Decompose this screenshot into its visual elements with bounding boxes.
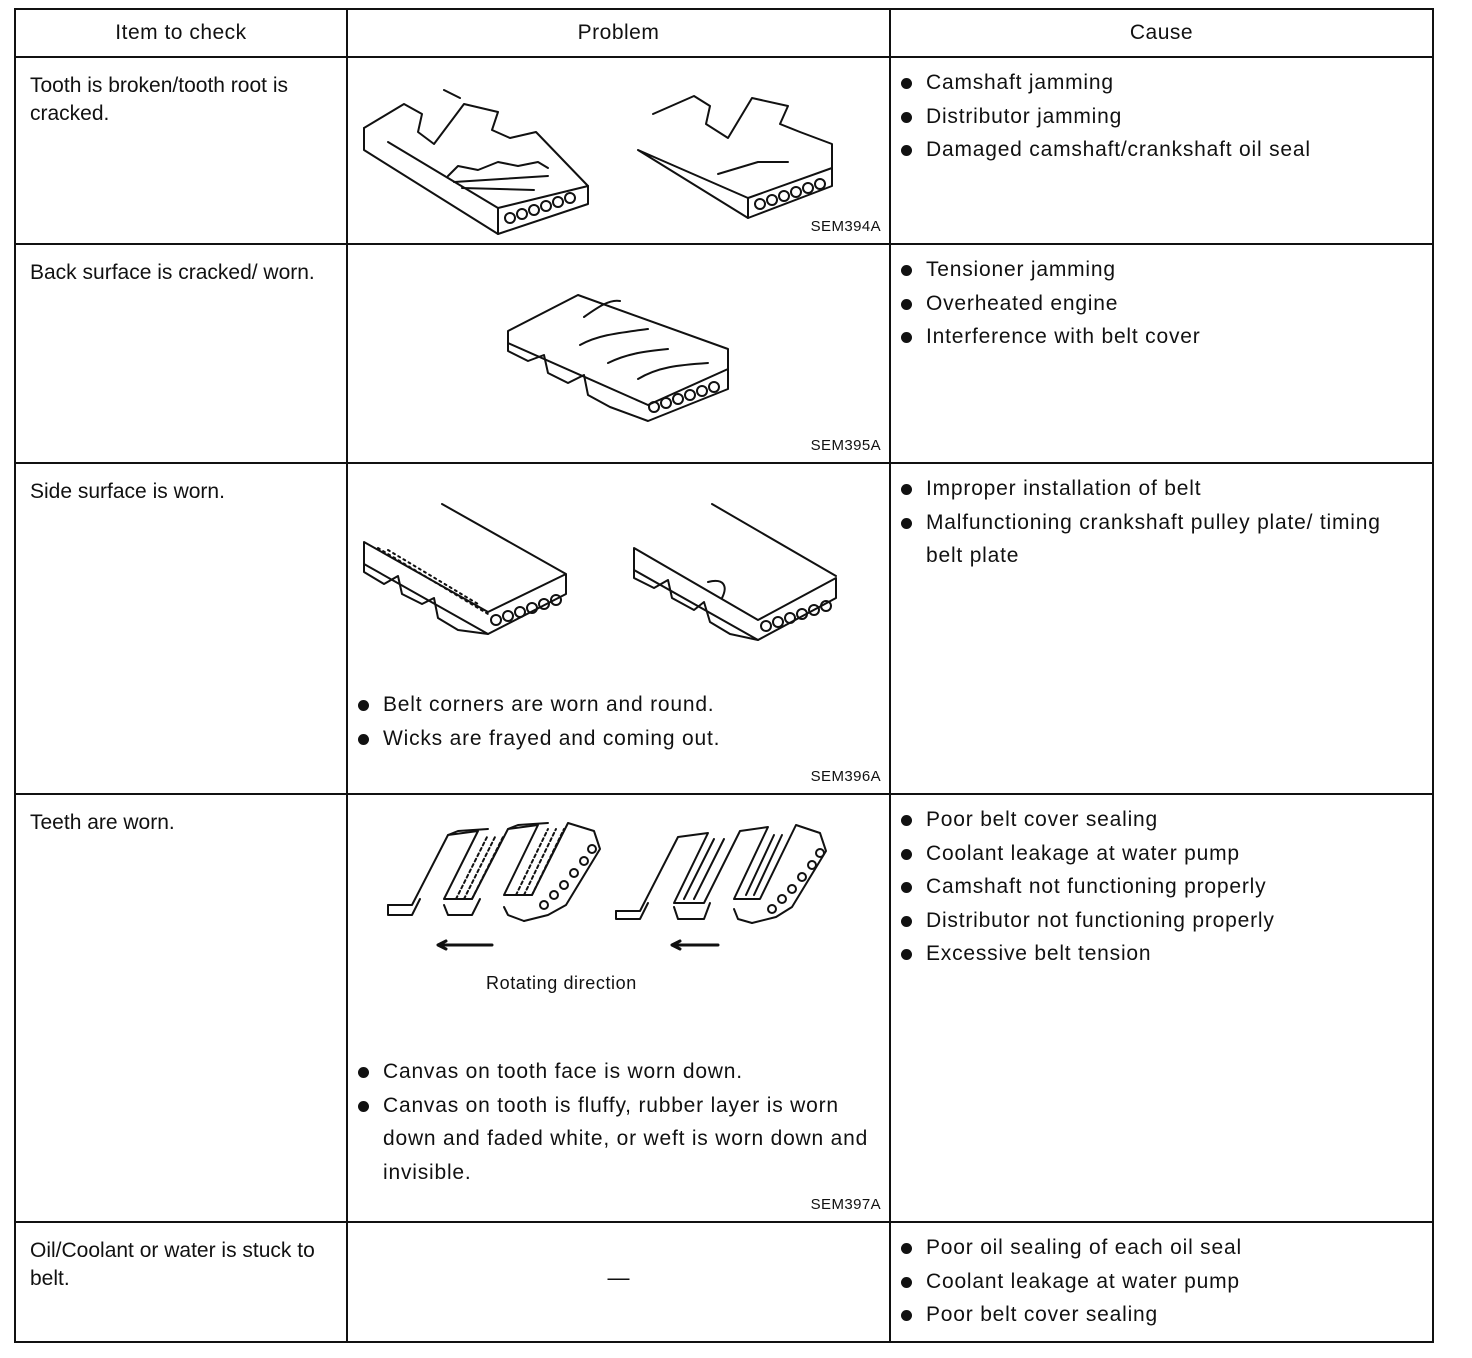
- cause-cell: Tensioner jamming Overheated engine Inte…: [889, 243, 1434, 464]
- illustration-code: SEM395A: [810, 437, 881, 454]
- problem-cell: —: [346, 1221, 891, 1343]
- item-cell: Oil/Coolant or water is stuck to belt.: [14, 1221, 348, 1343]
- cause-cell: Poor belt cover sealing Coolant leakage …: [889, 793, 1434, 1223]
- problem-cell: Rotating direction Canvas on tooth face …: [346, 793, 891, 1223]
- header-problem: Problem: [346, 8, 891, 58]
- cause-item: Camshaft not functioning properly: [899, 870, 1422, 904]
- table-row: Oil/Coolant or water is stuck to belt. —…: [14, 1221, 1434, 1343]
- cause-cell: Camshaft jamming Distributor jamming Dam…: [889, 56, 1434, 245]
- cause-item: Improper installation of belt: [899, 472, 1422, 506]
- no-problem-dash: —: [607, 1265, 630, 1290]
- cause-item: Camshaft jamming: [899, 66, 1422, 100]
- cause-item: Excessive belt tension: [899, 937, 1422, 971]
- header-row: Item to check Problem Cause: [14, 8, 1434, 58]
- problem-cell: Belt corners are worn and round. Wicks a…: [346, 462, 891, 795]
- cause-item: Poor belt cover sealing: [899, 1298, 1422, 1332]
- worn-side-belt-illustration: [363, 503, 837, 641]
- cause-item: Tensioner jamming: [899, 253, 1422, 287]
- cause-item: Coolant leakage at water pump: [899, 1265, 1422, 1299]
- problem-cell: SEM395A: [346, 243, 891, 464]
- cause-item: Distributor not functioning properly: [899, 904, 1422, 938]
- illustration-code: SEM397A: [810, 1196, 881, 1213]
- header-cause: Cause: [889, 8, 1434, 58]
- illustration-code: SEM396A: [810, 768, 881, 785]
- cause-item: Coolant leakage at water pump: [899, 837, 1422, 871]
- problem-bullet: Canvas on tooth is fluffy, rubber layer …: [356, 1089, 883, 1190]
- cause-item: Overheated engine: [899, 287, 1422, 321]
- cause-cell: Improper installation of belt Malfunctio…: [889, 462, 1434, 795]
- item-cell: Teeth are worn.: [14, 793, 348, 1223]
- illustration-code: SEM394A: [810, 218, 881, 235]
- broken-tooth-belt-illustration: [363, 89, 833, 235]
- cause-cell: Poor oil sealing of each oil seal Coolan…: [889, 1221, 1434, 1343]
- table-row: Teeth are worn.: [14, 793, 1434, 1223]
- item-cell: Side surface is worn.: [14, 462, 348, 795]
- cause-item: Poor oil sealing of each oil seal: [899, 1231, 1422, 1265]
- table-row: Side surface is worn.: [14, 462, 1434, 795]
- worn-teeth-belt-illustration: [387, 822, 827, 951]
- table-row: Back surface is cracked/ worn. SEM395A T…: [14, 243, 1434, 464]
- header-item-to-check: Item to check: [14, 8, 348, 58]
- problem-cell: SEM394A: [346, 56, 891, 245]
- belt-inspection-table: Item to check Problem Cause Tooth is bro…: [14, 8, 1434, 1343]
- cause-item: Distributor jamming: [899, 100, 1422, 134]
- item-cell: Back surface is cracked/ worn.: [14, 243, 348, 464]
- problem-bullet: Wicks are frayed and coming out.: [356, 722, 883, 756]
- problem-bullet: Belt corners are worn and round.: [356, 688, 883, 722]
- item-cell: Tooth is broken/tooth root is cracked.: [14, 56, 348, 245]
- rotating-direction-caption: Rotating direction: [486, 973, 637, 993]
- cause-item: Malfunctioning crankshaft pulley plate/ …: [899, 506, 1422, 573]
- cause-item: Damaged camshaft/crankshaft oil seal: [899, 133, 1422, 167]
- cause-item: Poor belt cover sealing: [899, 803, 1422, 837]
- problem-bullet: Canvas on tooth face is worn down.: [356, 1055, 883, 1089]
- cracked-back-belt-illustration: [507, 294, 729, 422]
- cause-item: Interference with belt cover: [899, 320, 1422, 354]
- table-row: Tooth is broken/tooth root is cracked.: [14, 56, 1434, 245]
